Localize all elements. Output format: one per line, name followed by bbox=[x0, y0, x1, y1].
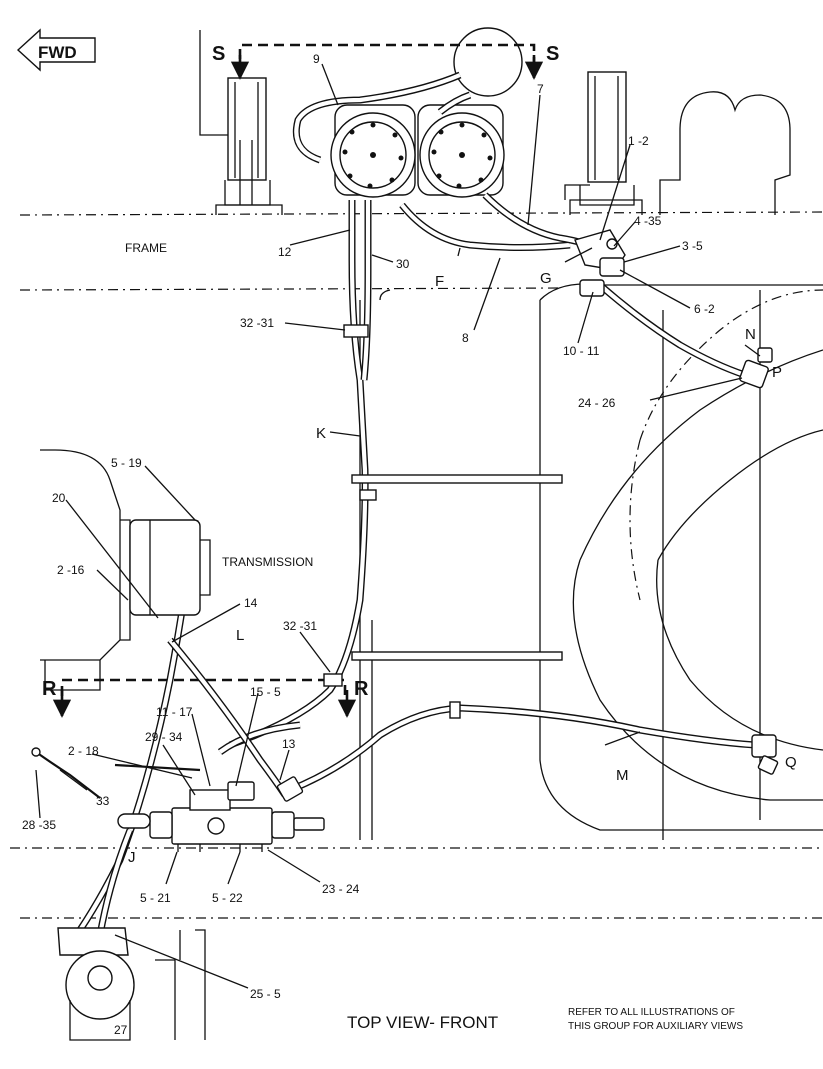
hose-g-label: G bbox=[540, 270, 552, 287]
transmission bbox=[40, 449, 211, 691]
frame-label: FRAME bbox=[125, 241, 167, 255]
section-line-s bbox=[230, 43, 544, 80]
callout-4-35: 4 -35 bbox=[634, 214, 662, 228]
callout-2-16: 2 -16 bbox=[57, 563, 85, 577]
hose-f-label: F bbox=[435, 273, 444, 290]
pillow-block-right bbox=[564, 71, 643, 215]
callout-20: 20 bbox=[52, 491, 66, 505]
hose-p-label: P bbox=[772, 364, 782, 381]
section-r-left: R bbox=[42, 678, 57, 700]
hose-k-label: K bbox=[316, 425, 326, 442]
section-line-r bbox=[52, 678, 357, 718]
callout-29-34: 29 - 34 bbox=[145, 730, 183, 744]
hose-n-label: N bbox=[745, 326, 756, 343]
callout-1-2: 1 -2 bbox=[628, 134, 649, 148]
callout-25-5: 25 - 5 bbox=[250, 987, 281, 1001]
callout-10-11: 10 - 11 bbox=[563, 344, 600, 358]
fwd-arrow-icon bbox=[16, 28, 96, 72]
callout-3-5: 3 -5 bbox=[682, 239, 703, 253]
section-s-left: S bbox=[212, 43, 225, 65]
callout-28-35: 28 -35 bbox=[22, 818, 56, 832]
callout-9: 9 bbox=[313, 52, 320, 66]
valve-fittings-right bbox=[574, 229, 626, 297]
callout-24-26: 24 - 26 bbox=[578, 396, 616, 410]
callout-6-2: 6 -2 bbox=[694, 302, 715, 316]
callout-15-5: 15 - 5 bbox=[250, 685, 281, 699]
callout-2-18: 2 - 18 bbox=[68, 744, 99, 758]
callout-12: 12 bbox=[278, 245, 292, 259]
clamps bbox=[323, 324, 563, 719]
callout-14: 14 bbox=[244, 596, 258, 610]
section-r-right: R bbox=[354, 678, 369, 700]
note-line-2: THIS GROUP FOR AUXILIARY VIEWS bbox=[568, 1021, 743, 1032]
control-valve bbox=[117, 776, 325, 852]
callout-5-21: 5 - 21 bbox=[140, 891, 171, 905]
callout-32-31-bottom: 32 -31 bbox=[283, 619, 317, 633]
callout-5-22: 5 - 22 bbox=[212, 891, 243, 905]
hose-l-label: L bbox=[236, 627, 244, 644]
bracket-top-right bbox=[659, 91, 791, 215]
pump-right bbox=[417, 104, 505, 198]
callout-11-17: 11 - 17 bbox=[156, 705, 193, 719]
callout-32-31-top: 32 -31 bbox=[240, 316, 274, 330]
hose-m-label: M bbox=[616, 767, 629, 784]
callout-7: 7 bbox=[537, 82, 544, 96]
linkage-rod bbox=[31, 747, 201, 799]
hose-q-label: Q bbox=[785, 754, 797, 771]
hose-j-label: J bbox=[128, 849, 136, 866]
callout-33: 33 bbox=[96, 794, 110, 808]
leader-lines bbox=[35, 63, 761, 989]
transmission-label: TRANSMISSION bbox=[222, 555, 313, 569]
fwd-label: FWD bbox=[38, 43, 77, 62]
fitting-q bbox=[751, 734, 779, 775]
pump-left bbox=[330, 104, 416, 198]
callout-30: 30 bbox=[396, 257, 410, 271]
callout-23-24: 23 - 24 bbox=[322, 882, 360, 896]
callout-8: 8 bbox=[462, 331, 469, 345]
reservoir-circle bbox=[453, 27, 523, 97]
callout-5-19: 5 - 19 bbox=[111, 456, 142, 470]
tow-hitch bbox=[57, 927, 206, 1041]
callout-13: 13 bbox=[282, 737, 296, 751]
pillow-block-left bbox=[199, 30, 283, 215]
note-line-1: REFER TO ALL ILLUSTRATIONS OF bbox=[568, 1007, 735, 1018]
callout-27: 27 bbox=[114, 1023, 128, 1037]
section-s-right: S bbox=[546, 43, 559, 65]
fitting-n-p bbox=[739, 347, 773, 389]
view-caption: TOP VIEW- FRONT bbox=[347, 1013, 498, 1032]
